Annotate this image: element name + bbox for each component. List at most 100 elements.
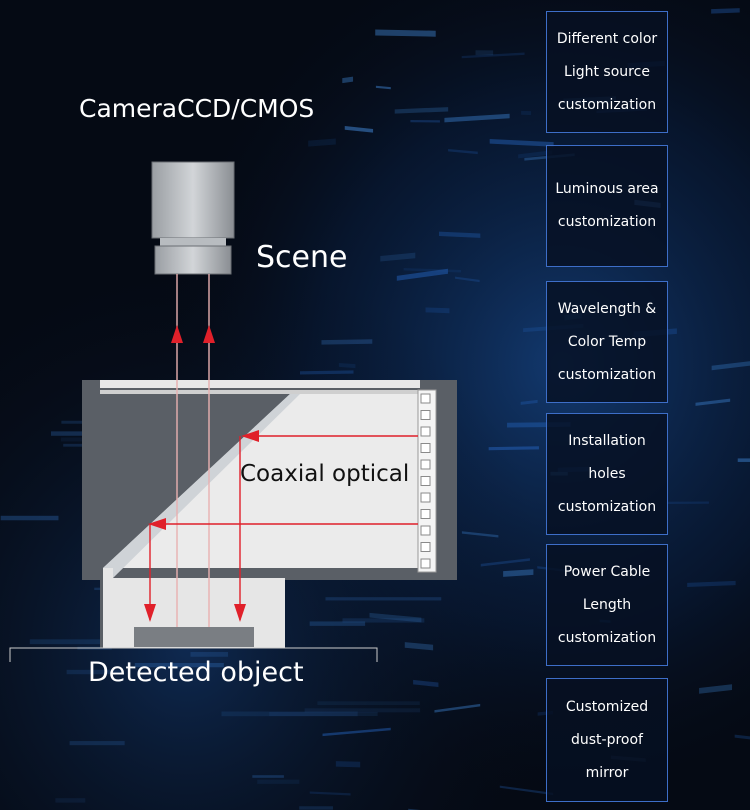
light-streak (666, 501, 709, 504)
light-streak (425, 307, 450, 314)
feature-text-line: customization (557, 366, 657, 383)
feature-box: Wavelength & Color Temp customization (546, 281, 668, 403)
feature-text-line: holes (588, 465, 626, 482)
light-streak (269, 711, 378, 717)
light-streak (257, 779, 300, 784)
light-streak (461, 52, 525, 59)
feature-text-line: customization (557, 629, 657, 646)
camera-label: CameraCCD/CMOS (79, 94, 315, 123)
light-streak (503, 569, 534, 577)
led-cell (420, 492, 431, 503)
light-streak (66, 669, 123, 675)
feature-text-line: Installation (568, 432, 646, 449)
light-streak (55, 798, 86, 803)
light-streak (489, 138, 554, 147)
feature-text-line: Customized (565, 698, 649, 715)
light-streak (413, 679, 439, 688)
light-streak (518, 150, 553, 159)
feature-text-line: dust-proof (571, 731, 643, 748)
feature-text-line: Wavelength & (557, 300, 657, 317)
light-streak (687, 580, 736, 588)
light-streak (711, 8, 740, 14)
led-cell (420, 410, 431, 420)
light-streak (369, 612, 422, 623)
feature-text-line: customization (557, 96, 657, 113)
light-streak (309, 621, 366, 626)
light-path-arrows (144, 274, 418, 627)
light-streak (342, 76, 354, 84)
feature-text-line: Power Cable (563, 563, 651, 580)
light-streak (521, 110, 532, 116)
light-streak (317, 701, 420, 706)
light-streak (300, 370, 354, 375)
feature-box: Luminous area customization (546, 145, 668, 267)
feature-text-line: customization (557, 498, 657, 515)
light-streak (321, 339, 373, 345)
light-streak (344, 125, 374, 133)
detected-object-plate (134, 627, 254, 647)
light-streak (252, 775, 284, 778)
feature-text-line: customization (557, 214, 657, 230)
light-streak (439, 231, 481, 238)
led-cell (420, 558, 431, 569)
feature-box: Installation holes customization (546, 413, 668, 535)
light-streak (322, 727, 391, 737)
light-streak (335, 761, 361, 768)
light-streak (403, 267, 462, 273)
light-streak (434, 703, 481, 713)
light-streak (221, 711, 358, 717)
light-streak (375, 29, 436, 37)
scene-label: Scene (256, 240, 348, 275)
led-cell (420, 459, 431, 470)
light-streak (325, 597, 442, 601)
light-streak (396, 268, 448, 281)
feature-box: Customized dust-proof mirror (546, 678, 668, 802)
light-streak (737, 458, 750, 462)
light-streak (444, 113, 510, 123)
light-streak (308, 138, 336, 147)
led-cell (420, 393, 431, 404)
light-streak (375, 85, 391, 90)
light-streak (455, 276, 480, 283)
light-streak (69, 741, 125, 746)
feature-text-line: Color Temp (567, 333, 647, 350)
light-streak (711, 357, 750, 371)
feature-text-line: mirror (585, 764, 629, 781)
light-streak (480, 558, 530, 567)
light-streak (299, 806, 333, 810)
light-streak (695, 398, 731, 406)
coaxial-label: Coaxial optical (240, 461, 410, 487)
feature-text-line: Light source (564, 63, 650, 80)
light-streak (404, 642, 434, 651)
light-streak (134, 663, 224, 668)
light-streak (29, 639, 151, 645)
light-streak (448, 149, 478, 155)
light-streak (475, 50, 494, 56)
light-streak (488, 446, 539, 451)
feature-text-line: Length (582, 596, 632, 613)
light-streak (520, 399, 538, 405)
light-streak (0, 515, 59, 521)
led-cell (420, 525, 431, 536)
light-streak (304, 708, 421, 713)
light-streak (338, 362, 356, 369)
object-bracket (9, 647, 378, 662)
camera-icon (151, 161, 235, 275)
light-streak (410, 119, 440, 123)
led-cell (420, 542, 431, 552)
light-streak (380, 252, 416, 262)
light-housing (82, 380, 457, 648)
led-strip (420, 393, 431, 569)
led-cell (420, 443, 431, 453)
light-streak (342, 618, 425, 623)
light-streak (190, 652, 229, 657)
light-streak (699, 684, 733, 694)
light-streak (499, 785, 554, 796)
light-streak (461, 531, 499, 538)
feature-text-line: Luminous area (555, 181, 659, 197)
led-cell (420, 476, 431, 486)
feature-text-line: Different color (556, 30, 658, 47)
